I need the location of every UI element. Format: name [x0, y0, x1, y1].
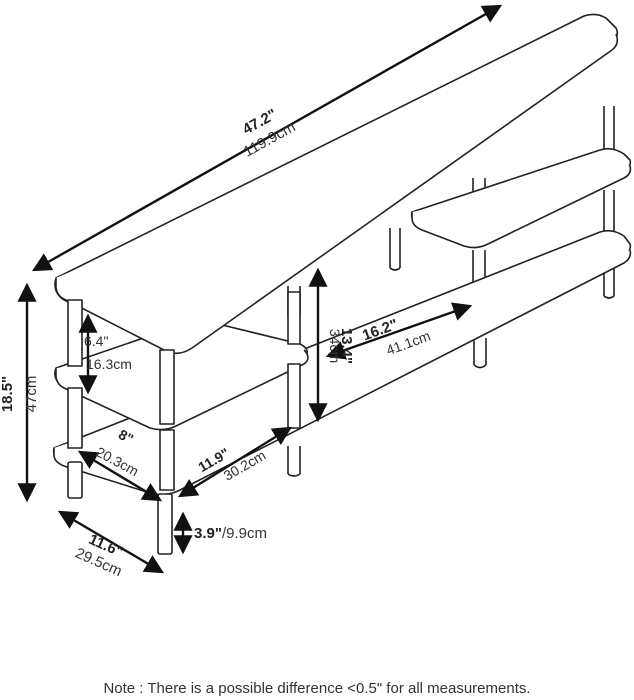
middle-opening-height-metric-label: 34cm	[327, 329, 343, 363]
middle-opening-height-imperial-label: 13.4"	[338, 328, 355, 364]
height-imperial-label: 18.5"	[0, 376, 16, 412]
svg-text:3.9"/9.9cm: 3.9"/9.9cm	[194, 525, 267, 542]
small-shelf-height-metric-label: 16.3cm	[86, 356, 132, 372]
measurement-note: Note : There is a possible difference <0…	[103, 680, 531, 697]
length-dimension-line	[31, 4, 503, 272]
leg-clearance-imperial-label: 3.9"	[194, 525, 222, 542]
depth-dimension-line	[57, 510, 165, 574]
middle-opening-width-dimension-line	[325, 302, 473, 360]
height-metric-label: 47cm	[23, 376, 40, 413]
small-shelf-depth-dimension-line	[77, 450, 163, 502]
small-shelf-height-imperial-label: 6.4"	[84, 333, 108, 349]
lower-shelf-width-dimension-line	[177, 426, 293, 498]
small-shelf-depth-imperial-label: 8"	[116, 426, 136, 447]
leg-clearance-metric-label: /9.9cm	[222, 525, 267, 542]
dimension-lines	[17, 4, 503, 574]
